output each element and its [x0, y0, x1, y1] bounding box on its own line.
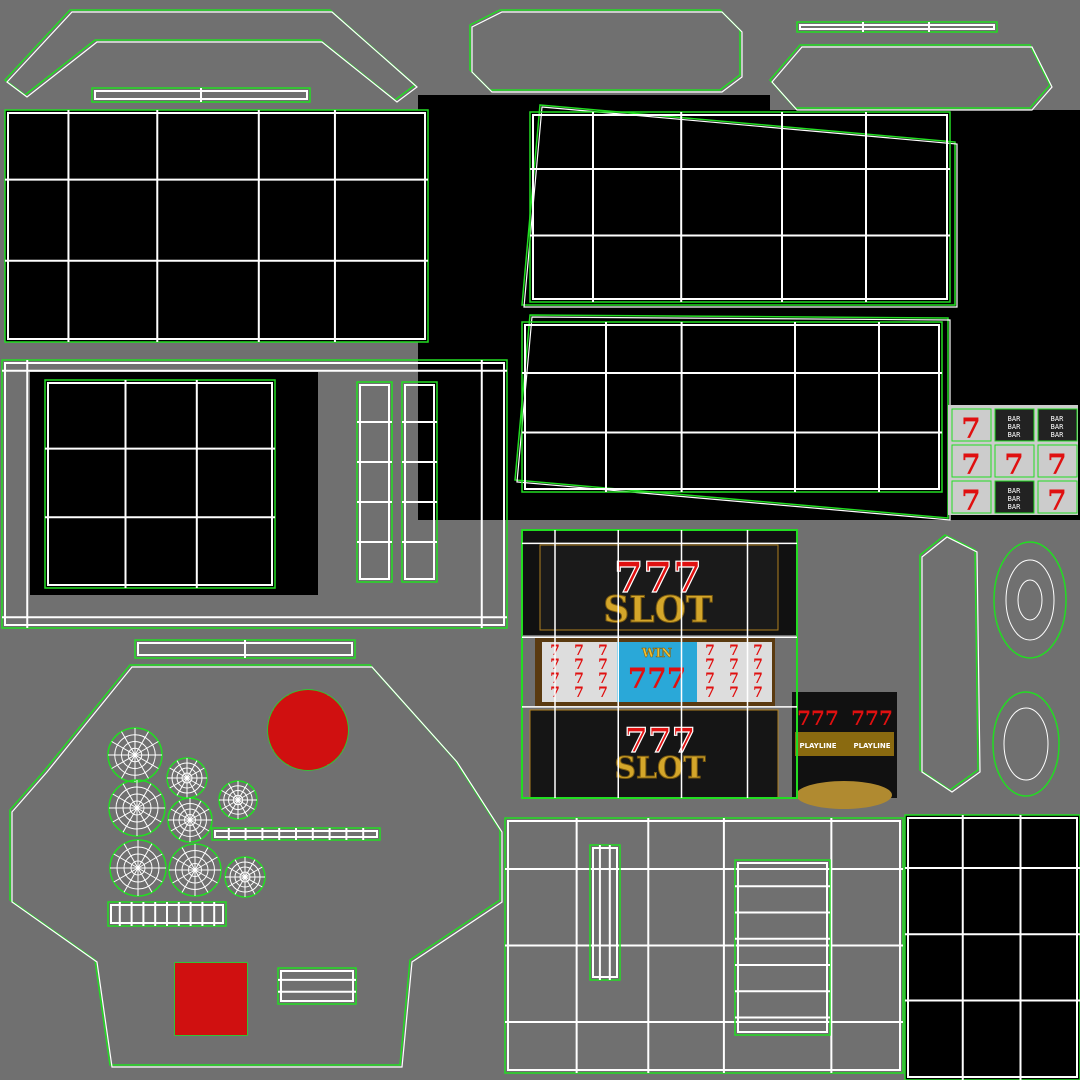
- playline-right: PLAYLINE: [853, 742, 890, 750]
- bar-symbol: BAR: [1051, 423, 1064, 431]
- reel-777-text: 777: [628, 662, 686, 695]
- button-uv-2: [218, 780, 258, 820]
- reel-seven: 7: [753, 657, 763, 673]
- symbol-cell: [994, 444, 1035, 478]
- seven-symbol: 7: [961, 448, 980, 481]
- cabinet-grille: [734, 859, 831, 1036]
- reel-seven: 7: [729, 657, 739, 673]
- top-right-strip: [769, 44, 1053, 111]
- bar-symbol: BAR: [1008, 487, 1021, 495]
- button-uv-7: [224, 856, 266, 898]
- bar-symbol: BAR: [1051, 431, 1064, 439]
- cabinet-strip: [589, 844, 621, 981]
- bar-symbol: BAR: [1008, 503, 1021, 511]
- banner2-777-text: 777: [625, 721, 696, 761]
- top-left-bar: [91, 87, 311, 103]
- side-strip-2: [401, 381, 438, 583]
- button-uv-5: [109, 839, 167, 897]
- symbol-cell: [994, 480, 1035, 514]
- cabinet-body: [504, 817, 904, 1074]
- panel-left-top: [4, 109, 429, 343]
- top-center-strip: [469, 9, 743, 93]
- symbol-cell: [951, 444, 992, 478]
- control-deck: [9, 664, 503, 1068]
- banner-slot-text: SLOT: [603, 589, 713, 631]
- panel-right-mid-grid: [521, 321, 943, 493]
- side-strip-1: [356, 381, 393, 583]
- reel-seven: 7: [753, 685, 763, 701]
- banner2-slot-text: SLOT: [614, 751, 706, 786]
- slot-banner-bottom: 777 SLOT: [529, 709, 779, 799]
- win-text: WIN: [641, 646, 672, 660]
- reel-seven: 7: [598, 657, 608, 673]
- reel-seven: 7: [598, 671, 608, 687]
- banner-wire-grid: [521, 529, 798, 799]
- bar-symbol: BAR: [1008, 423, 1021, 431]
- reel-seven: 7: [574, 685, 584, 701]
- playline-panels: 777 777 PLAYLINE PLAYLINE: [792, 692, 897, 809]
- symbol-cell: [1037, 444, 1078, 478]
- reel-seven: 7: [729, 671, 739, 687]
- seven-left: 777: [797, 706, 839, 730]
- panel-right-top-grid: [529, 111, 951, 303]
- seven-symbol: 7: [961, 412, 980, 445]
- bar-symbol: BAR: [1051, 415, 1064, 423]
- button-uv-1: [166, 757, 208, 799]
- slot-banner-top: 777 SLOT: [522, 530, 797, 635]
- bar-symbol: BAR: [1008, 495, 1021, 503]
- button-uv-3: [108, 779, 166, 837]
- oval-uv-2: [992, 691, 1060, 797]
- playline-left: PLAYLINE: [799, 742, 836, 750]
- seven-symbol: 7: [1047, 484, 1066, 517]
- seven-symbol: 7: [1004, 448, 1023, 481]
- overlay-wires: [521, 529, 798, 799]
- deck-top-bar: [134, 639, 356, 659]
- reel-seven: 7: [705, 657, 715, 673]
- button-row-strip: [211, 827, 381, 841]
- pillar-uv: [919, 534, 981, 793]
- slot-plate: [277, 967, 357, 1005]
- oval-uv-1: [993, 541, 1067, 659]
- reel-seven: 7: [753, 671, 763, 687]
- reel-seven: 7: [753, 643, 763, 659]
- button-row-strip-2: [107, 901, 227, 927]
- symbol-cell: [951, 480, 992, 514]
- button-uv-6: [168, 843, 222, 897]
- panel-left-mid-grid: [44, 379, 276, 589]
- reel-seven: 7: [729, 643, 739, 659]
- reel-seven: 7: [574, 671, 584, 687]
- reel-seven: 7: [705, 671, 715, 687]
- button-uv-4: [167, 797, 213, 843]
- bar-symbol: BAR: [1008, 415, 1021, 423]
- top-left-strip: [3, 9, 418, 103]
- reel-seven: 7: [574, 643, 584, 659]
- reel-seven: 7: [705, 685, 715, 701]
- symbol-cell: [951, 408, 992, 442]
- symbol-cell: [1037, 480, 1078, 514]
- seven-right: 777: [851, 706, 893, 730]
- red-button-uv: [175, 690, 348, 1035]
- panel-bottom-right: [904, 814, 1080, 1080]
- symbol-cell: [994, 408, 1035, 442]
- button-uv-0: [107, 727, 163, 783]
- reel-seven: 7: [598, 685, 608, 701]
- seven-symbol: 7: [1047, 448, 1066, 481]
- top-right-bar: [796, 21, 998, 33]
- symbol-cell: [1037, 408, 1078, 442]
- banner-777-text: 777: [614, 553, 702, 602]
- seven-symbol: 7: [961, 484, 980, 517]
- panel-left-mid-frame: [1, 359, 508, 629]
- reel-seven: 7: [705, 643, 715, 659]
- bar-symbol: BAR: [1008, 431, 1021, 439]
- reel-seven: 7: [598, 643, 608, 659]
- reel-seven: 7: [574, 657, 584, 673]
- reel-seven: 7: [729, 685, 739, 701]
- black-islands: [5, 0, 1080, 1080]
